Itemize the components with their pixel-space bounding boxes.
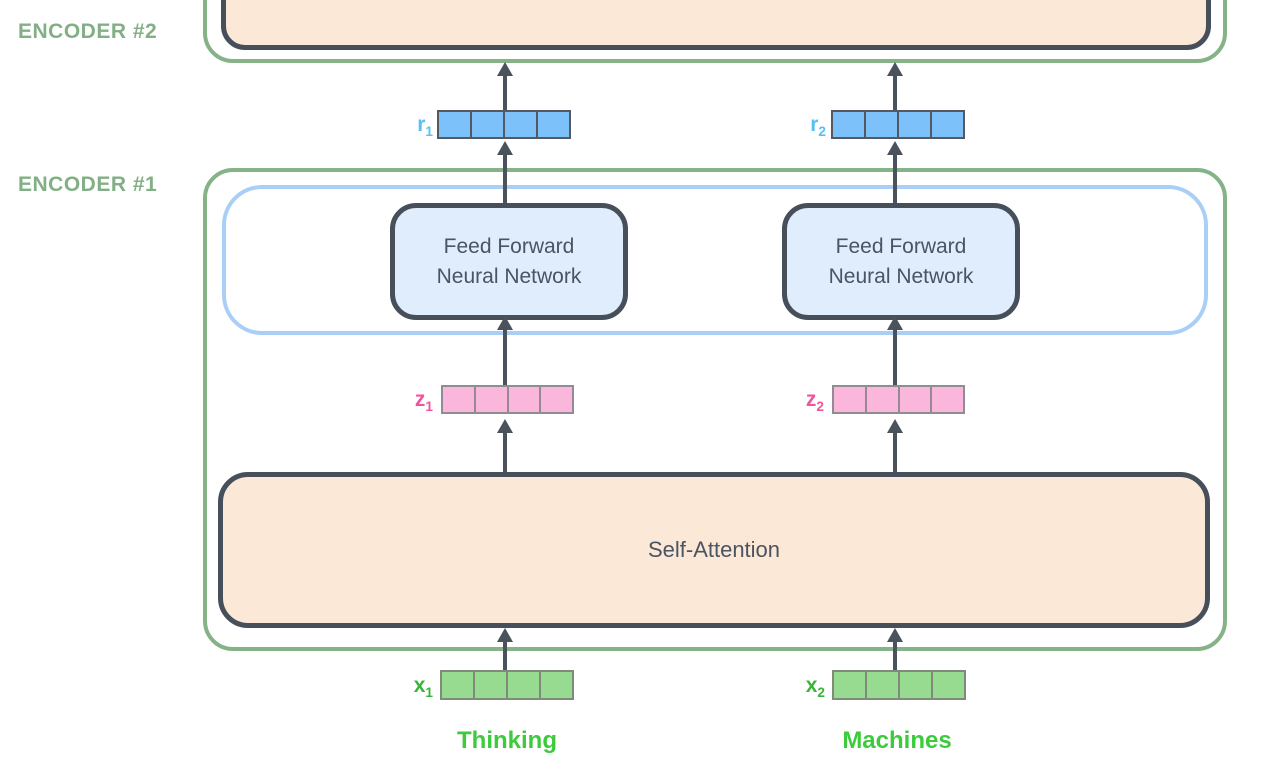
vector-label-x1: x1 xyxy=(399,671,433,707)
vector-cell xyxy=(538,112,569,137)
encoder-1-box xyxy=(203,168,1227,651)
vector-cell xyxy=(932,387,963,412)
vector-cell xyxy=(833,112,866,137)
arrow-ffnn1-to-r1 xyxy=(497,141,513,203)
vector-cell xyxy=(900,387,933,412)
vector-cell xyxy=(932,112,963,137)
vector-x1 xyxy=(440,670,574,700)
arrow-head-icon xyxy=(887,316,903,330)
arrow-line xyxy=(893,639,897,670)
encoder-2-box xyxy=(203,0,1227,63)
vector-cell xyxy=(476,387,509,412)
vector-label-base: z xyxy=(414,388,426,411)
arrow-head-icon xyxy=(887,419,903,433)
arrow-line xyxy=(503,430,507,472)
vector-cell xyxy=(834,672,867,698)
encoder-2-self-attention-box xyxy=(221,0,1211,50)
vector-cell xyxy=(505,112,538,137)
arrow-ffnn2-to-r2 xyxy=(887,141,903,203)
encoder-1-label: ENCODER #1 xyxy=(18,173,158,196)
arrow-head-icon xyxy=(497,316,513,330)
vector-label-sub: 2 xyxy=(817,685,825,701)
ffnn-layer-container xyxy=(222,185,1208,335)
vector-r2 xyxy=(831,110,965,139)
arrow-head-icon xyxy=(887,141,903,155)
vector-cell xyxy=(900,672,933,698)
arrow-selfattention-to-z1 xyxy=(497,419,513,472)
self-attention-label: Self-Attention xyxy=(647,537,781,562)
vector-label-r2: r2 xyxy=(792,110,826,146)
encoder-2-label: ENCODER #2 xyxy=(18,20,158,43)
arrow-head-icon xyxy=(497,628,513,642)
arrow-line xyxy=(893,327,897,385)
arrow-x2-to-selfattention xyxy=(887,628,903,670)
ffnn-text-line2: Neural Network xyxy=(436,264,582,288)
vector-cell xyxy=(442,672,475,698)
vector-cell xyxy=(508,672,541,698)
vector-z2 xyxy=(832,385,965,414)
vector-cell xyxy=(472,112,505,137)
self-attention-box: Self-Attention xyxy=(218,472,1210,628)
vector-x2 xyxy=(832,670,966,700)
vector-cell xyxy=(899,112,932,137)
vector-cell xyxy=(541,387,572,412)
arrow-r1-to-encoder2 xyxy=(497,62,513,110)
vector-label-sub: 2 xyxy=(816,399,824,415)
arrow-head-icon xyxy=(887,62,903,76)
arrow-line xyxy=(503,152,507,203)
vector-r1 xyxy=(437,110,571,139)
vector-cell xyxy=(866,112,899,137)
arrow-line xyxy=(893,430,897,472)
vector-label-sub: 1 xyxy=(425,124,433,140)
arrow-head-icon xyxy=(497,141,513,155)
input-token-thinking: Thinking xyxy=(457,727,557,754)
ffnn-box-1: Feed Forward Neural Network xyxy=(390,203,628,320)
arrow-line xyxy=(893,73,897,110)
arrow-line xyxy=(503,73,507,110)
vector-label-sub: 1 xyxy=(425,399,433,415)
arrow-head-icon xyxy=(497,419,513,433)
vector-cell xyxy=(867,387,900,412)
arrow-line xyxy=(503,639,507,670)
vector-label-base: x xyxy=(805,674,818,697)
arrow-x1-to-selfattention xyxy=(497,628,513,670)
vector-label-x2: x2 xyxy=(791,671,825,707)
vector-cell xyxy=(475,672,508,698)
vector-label-base: z xyxy=(805,388,817,411)
vector-cell xyxy=(439,112,472,137)
vector-label-z1: z1 xyxy=(399,385,433,421)
vector-label-base: r xyxy=(417,113,426,136)
ffnn-text-line1: Feed Forward xyxy=(835,234,967,258)
arrow-z2-to-ffnn2 xyxy=(887,316,903,385)
arrow-head-icon xyxy=(497,62,513,76)
vector-label-sub: 2 xyxy=(818,124,826,140)
vector-cell xyxy=(509,387,542,412)
ffnn-text-line2: Neural Network xyxy=(828,264,974,288)
arrow-z1-to-ffnn1 xyxy=(497,316,513,385)
vector-label-z2: z2 xyxy=(790,385,824,421)
vector-label-sub: 1 xyxy=(425,685,433,701)
vector-label-base: x xyxy=(413,674,426,697)
arrow-line xyxy=(893,152,897,203)
vector-cell xyxy=(541,672,572,698)
vector-label-r1: r1 xyxy=(399,110,433,146)
vector-cell xyxy=(443,387,476,412)
arrow-line xyxy=(503,327,507,385)
arrow-selfattention-to-z2 xyxy=(887,419,903,472)
ffnn-box-2: Feed Forward Neural Network xyxy=(782,203,1020,320)
vector-label-base: r xyxy=(810,113,819,136)
vector-z1 xyxy=(441,385,574,414)
vector-cell xyxy=(867,672,900,698)
input-token-machines: Machines xyxy=(842,727,952,754)
vector-cell xyxy=(933,672,964,698)
arrow-r2-to-encoder2 xyxy=(887,62,903,110)
arrow-head-icon xyxy=(887,628,903,642)
vector-cell xyxy=(834,387,867,412)
ffnn-text-line1: Feed Forward xyxy=(443,234,575,258)
